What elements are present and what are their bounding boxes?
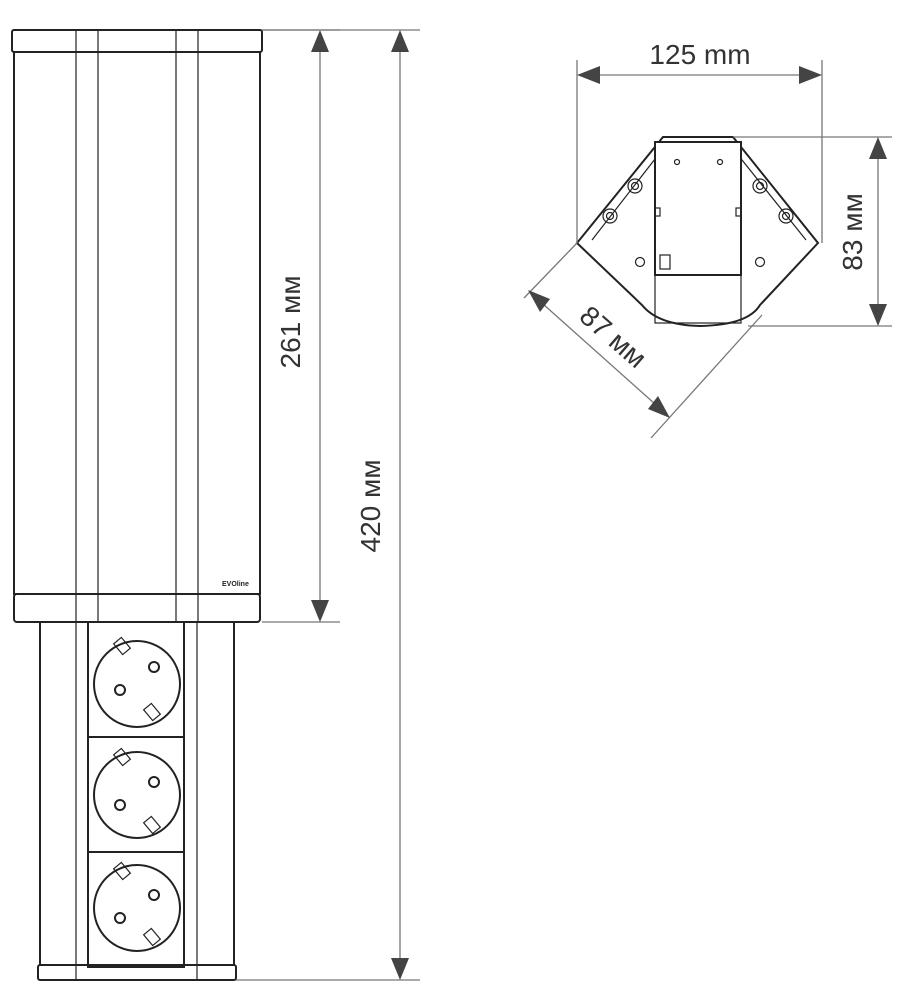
depth-label: 83 мм: [837, 193, 868, 270]
socket-3: [93, 861, 181, 952]
upper-height-label: 261 мм: [275, 276, 306, 369]
total-height-label: 420 мм: [355, 460, 386, 553]
dimension-upper-height: 261 мм: [262, 29, 340, 623]
socket-frame-3: [87, 851, 185, 968]
evoline-logo: EVOline: [222, 581, 249, 588]
socket-2: [93, 747, 181, 839]
top-view: [575, 136, 820, 328]
tower-front-view: EVOline: [11, 29, 263, 981]
dimension-depth: 83 мм: [733, 136, 892, 327]
diagonal-label: 87 мм: [574, 300, 653, 374]
screw-bosses: [602, 178, 794, 224]
width-label: 125 mm: [649, 39, 750, 70]
upper-housing-base: [13, 593, 261, 623]
dimension-width: 125 mm: [576, 39, 823, 243]
dimension-total-height: 420 мм: [236, 29, 420, 981]
top-cap: [11, 29, 263, 53]
bottom-foot: [37, 964, 237, 981]
socket-1: [93, 636, 181, 728]
upper-housing: [13, 51, 261, 595]
